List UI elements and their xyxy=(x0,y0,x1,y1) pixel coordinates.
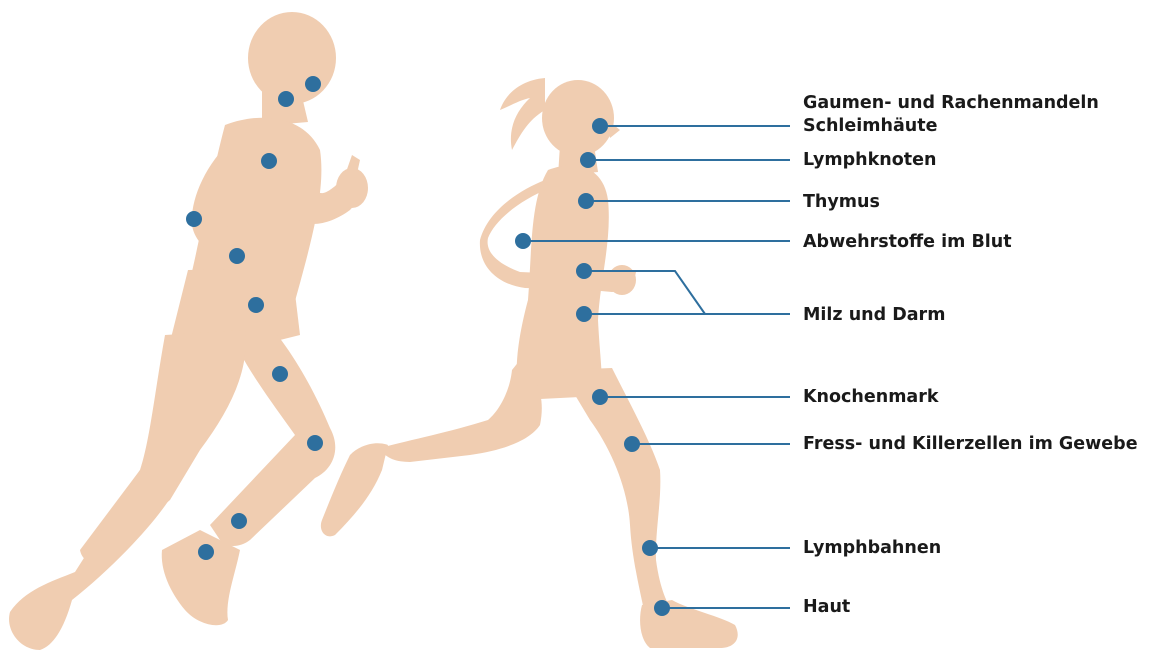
label-lymph-vessels: Lymphbahnen xyxy=(803,538,941,559)
female-dot-gut xyxy=(576,306,592,322)
female-dot-antibodies xyxy=(515,233,531,249)
female-dot-tonsils xyxy=(592,118,608,134)
label-mucosa: Schleimhäute xyxy=(803,116,938,137)
label-bone-marrow: Knochenmark xyxy=(803,387,939,408)
male-dot-gut xyxy=(248,297,264,313)
female-runner-silhouette xyxy=(321,78,738,648)
male-dot-lymph-vessels xyxy=(231,513,247,529)
male-dot-spleen xyxy=(229,248,245,264)
label-thymus: Thymus xyxy=(803,192,880,213)
female-dot-lymph-vessels xyxy=(642,540,658,556)
male-dot-killer-cells xyxy=(307,435,323,451)
label-killer-cells: Fress- und Killerzellen im Gewebe xyxy=(803,434,1138,455)
male-dot-skin xyxy=(198,544,214,560)
female-dot-killer-cells xyxy=(624,436,640,452)
label-antibodies: Abwehrstoffe im Blut xyxy=(803,232,1012,253)
label-skin: Haut xyxy=(803,597,850,618)
male-dot-antibodies xyxy=(186,211,202,227)
female-dot-bone-marrow xyxy=(592,389,608,405)
label-spleen-gut: Milz und Darm xyxy=(803,305,945,326)
male-dot-bone-marrow xyxy=(272,366,288,382)
female-dot-skin xyxy=(654,600,670,616)
label-tonsils: Gaumen- und Rachenmandeln xyxy=(803,93,1099,114)
male-dot-lymph-nodes xyxy=(278,91,294,107)
female-dot-lymph-nodes xyxy=(580,152,596,168)
female-dot-spleen xyxy=(576,263,592,279)
male-runner-silhouette xyxy=(9,12,368,650)
male-dot-tonsils xyxy=(305,76,321,92)
male-dot-thymus xyxy=(261,153,277,169)
female-dot-thymus xyxy=(578,193,594,209)
label-lymph-nodes: Lymphknoten xyxy=(803,150,936,171)
